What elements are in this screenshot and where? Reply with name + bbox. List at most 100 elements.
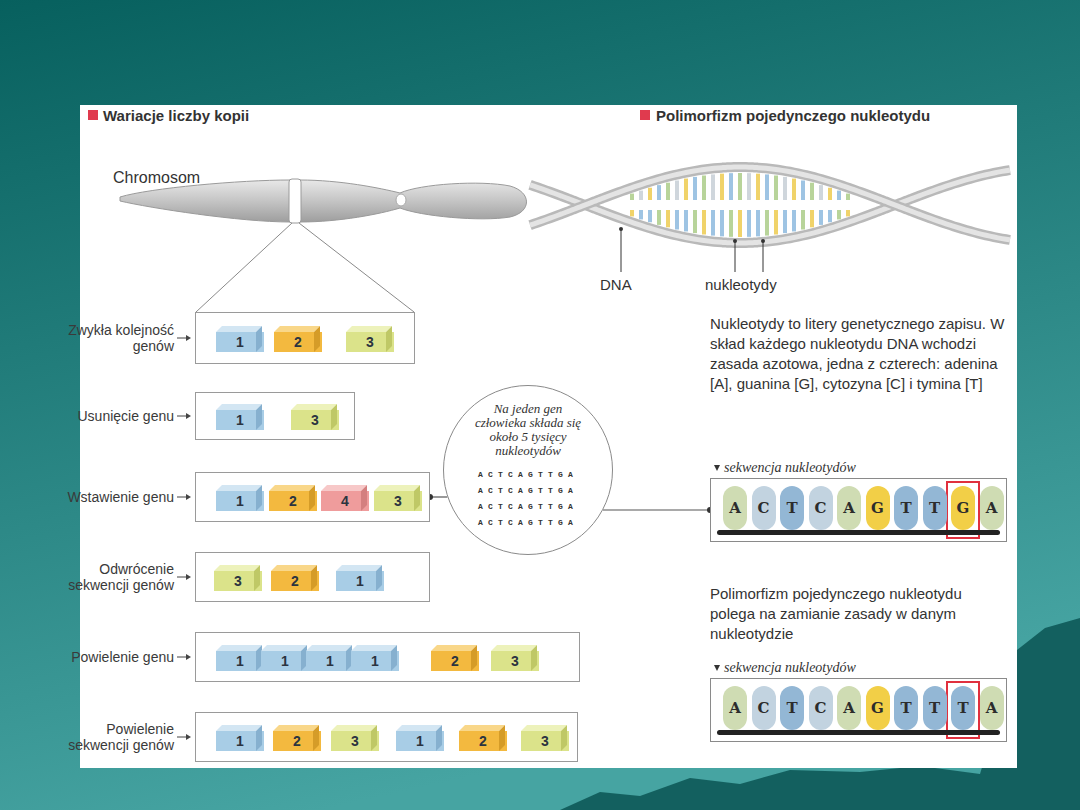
gene-block: 3 bbox=[214, 571, 262, 591]
variation-label: Odwrócenie sekwencji genów bbox=[62, 561, 174, 593]
base-pair-stroke bbox=[828, 210, 832, 222]
base-pair-stroke bbox=[720, 174, 724, 200]
base-letter: A bbox=[729, 699, 741, 717]
nucleotide-pill: A bbox=[723, 686, 747, 730]
dna-strand bbox=[530, 167, 1010, 240]
base-pair-stroke bbox=[702, 176, 706, 200]
base-pair-stroke bbox=[630, 210, 634, 216]
nucleotide-pill: G bbox=[866, 486, 890, 530]
base-letter: A bbox=[986, 499, 998, 517]
base-letter: C bbox=[815, 499, 827, 517]
base-pair-stroke bbox=[819, 210, 823, 225]
gene-row-box: Zwykła kolejność genów123 bbox=[195, 312, 415, 364]
gene-block: 4 bbox=[321, 491, 369, 511]
base-pair-stroke bbox=[810, 183, 814, 200]
base-letter: G bbox=[957, 499, 970, 517]
callout-text: Na jeden gen człowieka składa się około … bbox=[472, 402, 584, 458]
gene-number: 1 bbox=[396, 731, 444, 751]
base-pair-stroke bbox=[819, 185, 823, 200]
base-letter: C bbox=[758, 499, 770, 517]
nucleotide-pill: A bbox=[837, 486, 861, 530]
pointer-arrow-head bbox=[186, 413, 191, 419]
base-pair-stroke bbox=[756, 174, 760, 200]
nucleotide-pill: T bbox=[923, 486, 947, 530]
base-pair-stroke bbox=[711, 210, 715, 236]
base-letter: C bbox=[815, 699, 827, 717]
gene-block: 3 bbox=[346, 332, 394, 352]
gene-number: 1 bbox=[351, 651, 399, 671]
nucleotide-pill: G bbox=[951, 486, 975, 530]
gene-block: 3 bbox=[521, 731, 569, 751]
gene-row-box: Wstawienie genu1243 bbox=[195, 472, 430, 522]
base-pair-stroke bbox=[657, 185, 661, 200]
gene-number: 1 bbox=[216, 731, 264, 751]
base-pair-stroke bbox=[792, 179, 796, 200]
content-panel bbox=[80, 105, 1017, 768]
base-pair-stroke bbox=[747, 210, 751, 237]
base-pair-stroke bbox=[639, 210, 643, 219]
base-pair-stroke bbox=[720, 210, 724, 236]
description-text: Polimorfizm pojedynczego nukleotydu pole… bbox=[710, 584, 1000, 644]
nucleotide-pill: C bbox=[752, 486, 776, 530]
nucleotide-pill: A bbox=[837, 686, 861, 730]
part-label: DNA bbox=[600, 276, 632, 294]
base-pair-stroke bbox=[693, 177, 697, 200]
base-pair-stroke bbox=[837, 210, 841, 219]
gene-block: 3 bbox=[491, 651, 539, 671]
mini-sequence: ACTCAGTTGA bbox=[478, 516, 578, 530]
dna-strand bbox=[530, 170, 1010, 243]
nucleotide-pill: T bbox=[923, 686, 947, 730]
pointer-arrow bbox=[177, 737, 186, 738]
dna-strand-highlight bbox=[530, 170, 1010, 243]
chromosome-illustration bbox=[120, 179, 527, 312]
leader-dot bbox=[733, 239, 737, 243]
base-letter: T bbox=[929, 699, 940, 717]
base-pair-stroke bbox=[765, 210, 769, 236]
variation-label: Powielenie sekwencji genów bbox=[62, 721, 174, 753]
gene-block: 1 bbox=[216, 332, 264, 352]
base-pair-stroke bbox=[630, 194, 634, 200]
gene-row-box: Powielenie genu111123 bbox=[195, 632, 580, 682]
base-pair-stroke bbox=[684, 179, 688, 200]
base-pair-stroke bbox=[747, 173, 751, 200]
base-pair-stroke bbox=[729, 173, 733, 200]
base-pair-stroke bbox=[657, 210, 661, 225]
base-pair-stroke bbox=[666, 210, 670, 227]
variation-label: Wstawienie genu bbox=[62, 489, 174, 505]
sequence-heading: sekwencja nukleotydów bbox=[713, 660, 856, 676]
dna-helix-illustration bbox=[530, 167, 1010, 272]
sequence-heading: sekwencja nukleotydów bbox=[713, 460, 856, 476]
leader-dot bbox=[761, 239, 765, 243]
gene-row-box: Odwrócenie sekwencji genów321 bbox=[195, 552, 430, 602]
base-pair-stroke bbox=[801, 210, 805, 230]
base-letter: A bbox=[843, 499, 855, 517]
nucleotide-pill: T bbox=[951, 686, 975, 730]
base-pair-stroke bbox=[738, 173, 742, 200]
base-pair-stroke bbox=[675, 180, 679, 200]
gene-block: 3 bbox=[374, 491, 422, 511]
gene-number: 1 bbox=[216, 491, 264, 511]
base-pair-stroke bbox=[729, 210, 733, 237]
pointer-arrow bbox=[177, 338, 186, 339]
leader-dot bbox=[619, 227, 623, 231]
mini-sequence: ACTCAGTTGA bbox=[478, 500, 578, 514]
gene-block: 2 bbox=[459, 731, 507, 751]
gene-row-box: Usunięcie genu13 bbox=[195, 392, 355, 440]
gene-number: 2 bbox=[431, 651, 479, 671]
gene-block: 2 bbox=[271, 571, 319, 591]
nucleotide-pill: C bbox=[809, 686, 833, 730]
sequence-box: sekwencja nukleotydówACTCAGTTTA bbox=[710, 678, 1007, 742]
base-pair-stroke bbox=[846, 194, 850, 200]
gene-number: 4 bbox=[321, 491, 369, 511]
gene-number: 1 bbox=[336, 571, 384, 591]
pointer-arrow-head bbox=[186, 574, 191, 580]
gene-number: 3 bbox=[491, 651, 539, 671]
gene-number: 3 bbox=[521, 731, 569, 751]
nucleotide-pill: T bbox=[894, 486, 918, 530]
base-letter: A bbox=[729, 499, 741, 517]
base-pair-stroke bbox=[711, 174, 715, 200]
gene-block: 2 bbox=[269, 491, 317, 511]
section-heading: Wariacje liczby kopii bbox=[103, 107, 249, 125]
gene-number: 3 bbox=[291, 410, 339, 430]
